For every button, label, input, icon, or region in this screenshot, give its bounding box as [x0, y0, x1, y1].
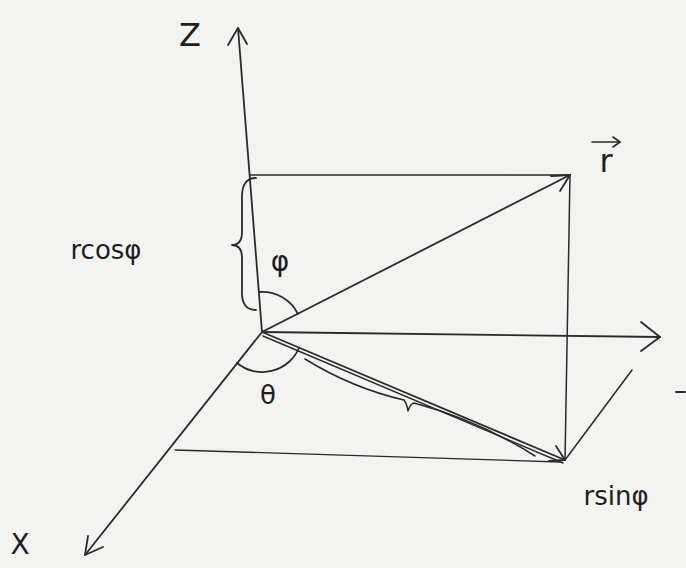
length-label: rsinφ	[583, 482, 648, 511]
y-axis	[262, 332, 660, 337]
phi-arc	[259, 292, 298, 314]
x-axis	[85, 332, 262, 555]
height-line	[250, 174, 570, 175]
y-arrowhead	[641, 322, 660, 351]
projection-line	[262, 332, 565, 460]
r-arrowhead	[551, 175, 570, 191]
angle-label: θ	[260, 381, 276, 410]
vector-mark	[592, 141, 620, 143]
length-label: rcosφ	[70, 236, 141, 265]
cut-off-mark	[676, 391, 685, 393]
projection-brace	[305, 359, 535, 456]
projection-line	[263, 336, 563, 463]
x-projection-line	[175, 450, 560, 462]
vector-label: r	[599, 144, 612, 179]
projection-arrowhead	[549, 446, 565, 461]
theta-arc	[237, 348, 299, 372]
axis-label: X	[10, 530, 29, 561]
drop-line	[565, 175, 570, 460]
height-brace	[232, 178, 256, 310]
x-arrowhead	[85, 536, 103, 555]
y-projection-line	[565, 370, 632, 460]
z-arrowhead	[228, 28, 247, 45]
angle-label: φ	[271, 247, 289, 278]
axis-label: Z	[179, 18, 201, 53]
r-vector	[262, 175, 570, 332]
vector-mark-head	[613, 137, 620, 147]
